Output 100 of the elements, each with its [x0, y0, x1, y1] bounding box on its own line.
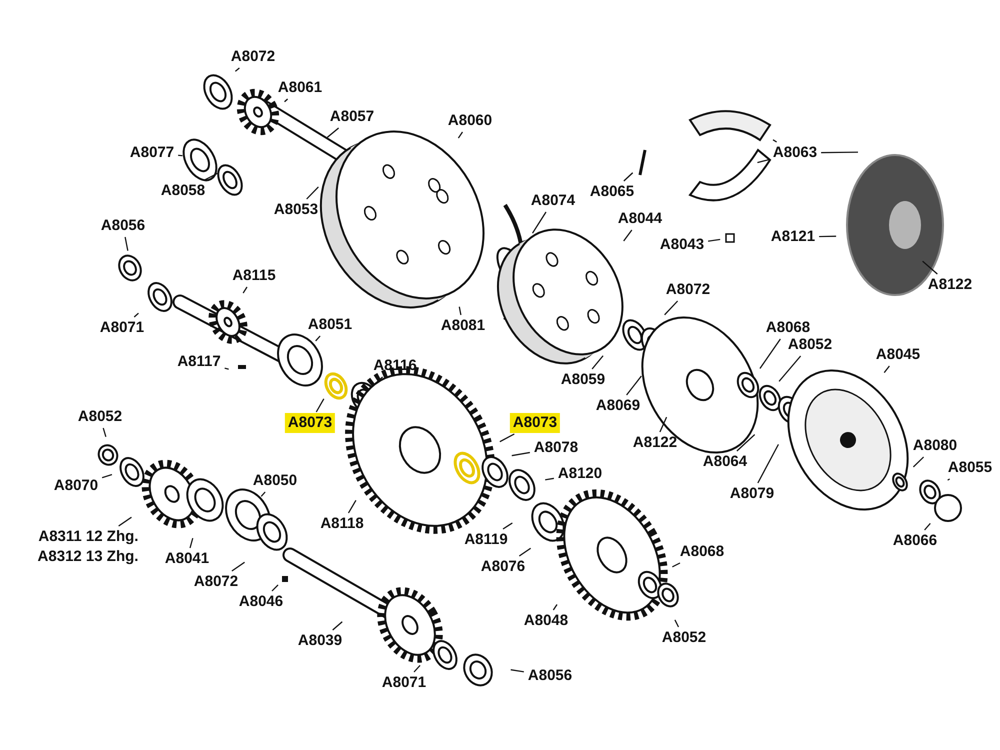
- part-number: A8045: [872, 345, 924, 365]
- leader-line: [757, 444, 779, 484]
- leader-line: [821, 152, 858, 154]
- leader-line: [348, 500, 356, 514]
- leader-line: [204, 172, 218, 181]
- part-number: A8044: [614, 209, 666, 229]
- part-number: A8312 13 Zhg.: [38, 547, 138, 567]
- part-number: A8066: [890, 531, 940, 551]
- leader-line: [552, 604, 558, 610]
- leader-line: [532, 212, 546, 234]
- part-number: A8079: [726, 484, 778, 504]
- leader-line: [592, 355, 604, 370]
- part-number: A8060: [444, 111, 496, 131]
- leader-line: [924, 523, 931, 530]
- leader-line: [284, 98, 288, 102]
- leader-line: [819, 236, 836, 238]
- part-number: A8048: [520, 611, 572, 631]
- leader-line: [659, 416, 668, 432]
- part-number: A8072: [662, 280, 714, 300]
- leader-line: [757, 159, 770, 164]
- part-number: A8064: [700, 452, 750, 472]
- leader-line: [672, 562, 680, 568]
- part-number: A8070: [50, 476, 102, 496]
- part-number: A8051: [304, 315, 356, 335]
- leader-line: [512, 452, 530, 456]
- leader-line: [189, 538, 194, 548]
- part-number: A8052: [784, 335, 836, 355]
- leader-line: [374, 376, 384, 385]
- leader-line: [502, 522, 513, 530]
- part-number: A8056: [524, 666, 576, 686]
- part-number: A8071: [96, 318, 148, 338]
- part-number: A8119: [461, 530, 511, 550]
- leader-line: [510, 669, 524, 672]
- leader-line: [124, 236, 128, 251]
- part-number: A8074: [528, 191, 578, 211]
- part-number: A8076: [478, 557, 528, 577]
- part-number: A8122: [924, 275, 976, 295]
- leader-line: [232, 562, 245, 572]
- part-number: A8050: [250, 471, 300, 491]
- leader-line: [118, 516, 132, 526]
- leader-line: [102, 474, 112, 478]
- part-number: A8073: [510, 413, 560, 433]
- part-number: A8121: [768, 227, 818, 247]
- part-number: A8068: [676, 542, 728, 562]
- leader-line: [884, 366, 890, 373]
- leader-line: [224, 368, 229, 370]
- leader-line: [458, 306, 462, 316]
- leader-line: [272, 584, 278, 592]
- part-number: A8061: [274, 78, 326, 98]
- part-number: A8043: [656, 235, 708, 255]
- leader-line: [772, 139, 777, 143]
- leader-line: [947, 478, 950, 481]
- leader-line: [315, 336, 321, 342]
- part-number: A8118: [317, 514, 367, 534]
- leader-line: [242, 286, 248, 294]
- leader-line: [518, 548, 532, 556]
- leader-line: [912, 456, 924, 468]
- leader-line: [500, 433, 515, 442]
- leader-line: [260, 492, 266, 497]
- part-number: A8311 12 Zhg.: [38, 527, 138, 547]
- leader-line: [626, 376, 642, 396]
- leader-line: [759, 338, 781, 369]
- leader-line: [778, 356, 802, 382]
- part-number: A8053: [270, 200, 322, 220]
- part-number: A8052: [74, 407, 126, 427]
- leader-line: [623, 230, 632, 242]
- part-number: A8046: [236, 592, 286, 612]
- part-number: A8068: [762, 318, 814, 338]
- leader-line: [306, 186, 319, 200]
- leader-line: [234, 68, 240, 72]
- leader-line: [414, 665, 421, 672]
- leader-line: [316, 398, 324, 412]
- part-number: A8058: [158, 181, 208, 201]
- part-number: A8056: [98, 216, 148, 236]
- part-number: A8078: [530, 438, 582, 458]
- part-number: A8072: [190, 572, 242, 592]
- part-number: A8081: [438, 316, 488, 336]
- part-number: A8117: [174, 352, 224, 372]
- part-number: A8041: [162, 549, 212, 569]
- part-number: A8059: [558, 370, 608, 390]
- leader-line: [922, 260, 938, 274]
- leader-line: [332, 621, 343, 630]
- part-number: A8055: [944, 458, 996, 478]
- leader-line: [458, 132, 463, 138]
- leader-line: [623, 172, 634, 182]
- leader-line: [664, 300, 678, 316]
- part-number: A8115: [229, 266, 279, 286]
- leader-line: [708, 238, 720, 242]
- part-number: A8065: [586, 182, 638, 202]
- leader-line: [178, 154, 182, 156]
- leader-line: [674, 620, 680, 628]
- leader-line: [545, 478, 554, 480]
- part-number: A8080: [910, 436, 960, 456]
- leader-line: [134, 312, 139, 318]
- part-number: A8073: [284, 413, 336, 433]
- leader-line: [326, 128, 340, 138]
- part-number: A8052: [658, 628, 710, 648]
- part-number: A8077: [126, 143, 178, 163]
- part-number: A8072: [228, 47, 278, 67]
- part-number: A8057: [326, 107, 378, 127]
